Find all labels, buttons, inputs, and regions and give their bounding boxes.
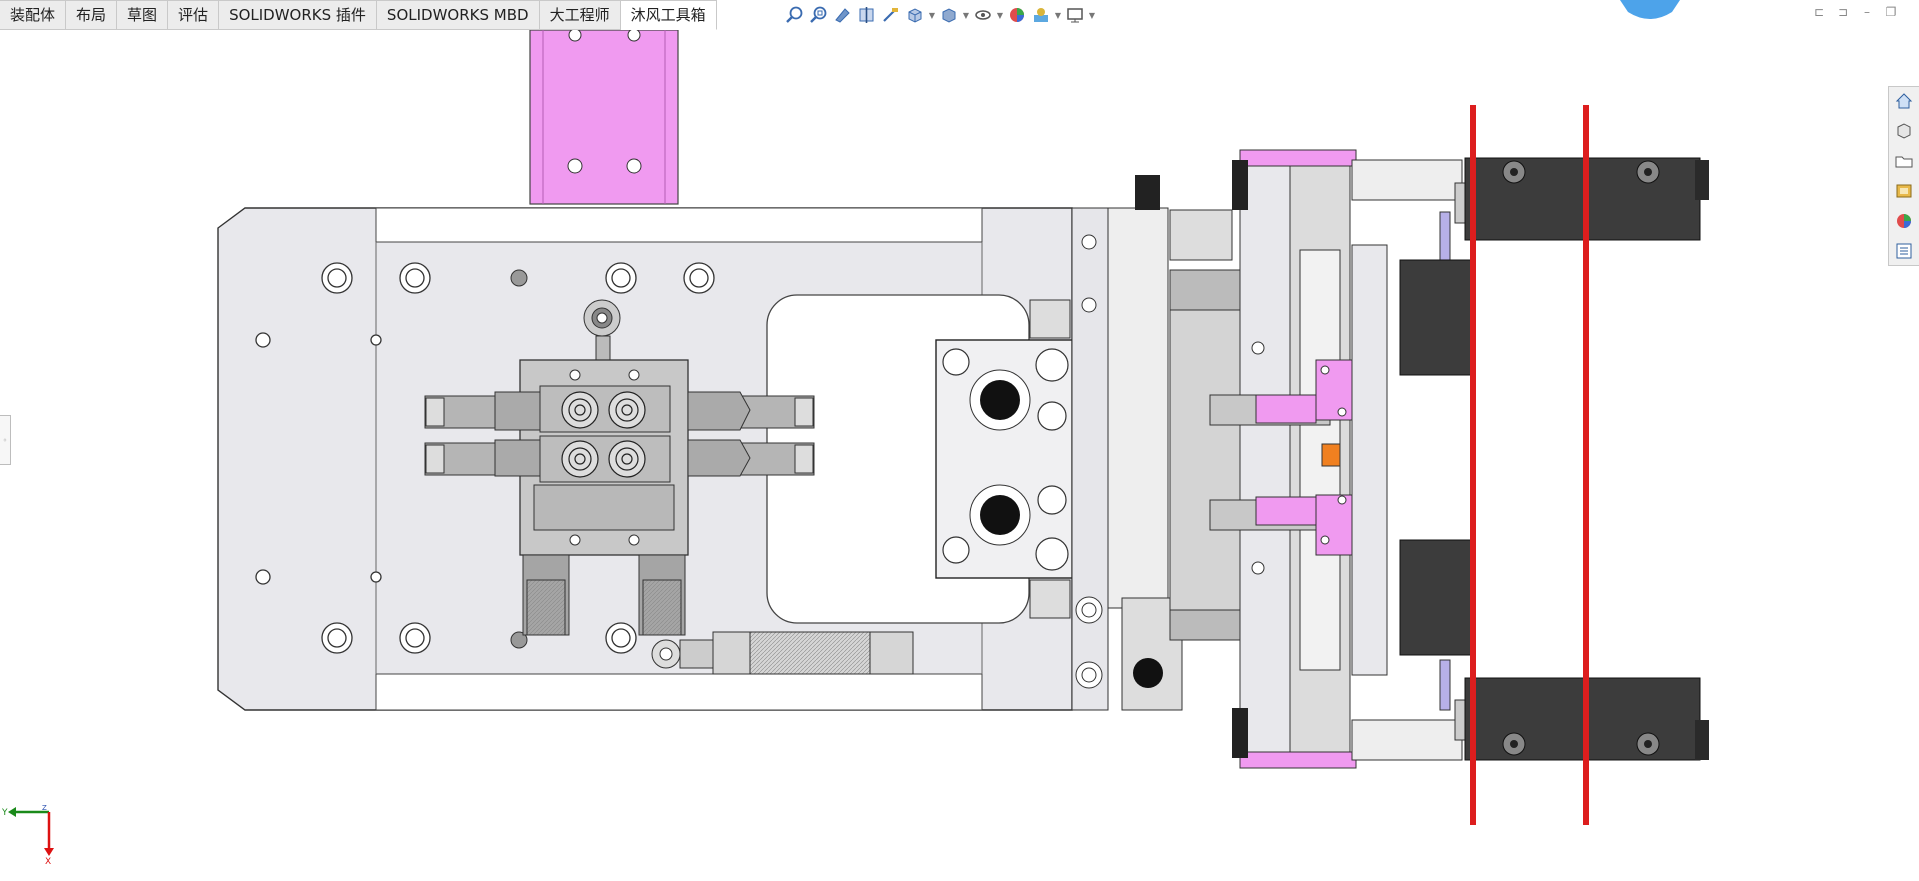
chevron-down-icon[interactable]: ▼ <box>1088 10 1096 20</box>
valve-manifold <box>935 299 1073 619</box>
design-library-icon[interactable] <box>1889 117 1919 145</box>
red-reference-lines <box>1470 105 1589 825</box>
command-manager-tabs: 装配体 布局 草图 评估 SOLIDWORKS 插件 SOLIDWORKS MB… <box>0 0 717 30</box>
pink-top-bracket <box>529 30 679 205</box>
tab-big-engineer[interactable]: 大工程师 <box>539 0 621 29</box>
apply-scene-icon[interactable] <box>1030 4 1052 26</box>
graphics-area[interactable] <box>0 30 1919 881</box>
tab-layout[interactable]: 布局 <box>66 0 118 29</box>
air-fitting-assembly <box>651 631 914 675</box>
task-pane <box>1888 86 1919 266</box>
tab-solidworks-mbd[interactable]: SOLIDWORKS MBD <box>376 0 540 29</box>
reference-triad: Y X Z <box>2 804 54 865</box>
triad-z-label: Z <box>42 804 47 812</box>
solidworks-badge-icon <box>1620 0 1680 19</box>
tab-mufeng-toolbox[interactable]: 沐风工具箱 <box>620 0 717 30</box>
heads-up-view-toolbar: ▼ ▼ ▼ ▼ ▼ <box>784 3 1096 27</box>
tab-evaluate[interactable]: 评估 <box>168 0 220 29</box>
solenoid-valve-block <box>424 299 815 636</box>
gripper-jaws <box>1399 157 1709 761</box>
home-icon[interactable] <box>1889 87 1919 115</box>
edit-appearance-icon[interactable] <box>1006 4 1028 26</box>
tab-assembly[interactable]: 装配体 <box>0 0 67 29</box>
restore-icon[interactable]: ❐ <box>1885 5 1897 19</box>
chevron-down-icon[interactable]: ▼ <box>962 10 970 20</box>
display-style-icon[interactable] <box>938 4 960 26</box>
zoom-area-icon[interactable] <box>808 4 830 26</box>
file-explorer-icon[interactable] <box>1889 147 1919 175</box>
section-view-icon[interactable] <box>856 4 878 26</box>
tab-solidworks-addins[interactable]: SOLIDWORKS 插件 <box>219 0 377 29</box>
dynamic-annotation-icon[interactable] <box>880 4 902 26</box>
triad-y-label: Y <box>2 808 8 818</box>
panel-left-icon[interactable]: ⊏ <box>1813 5 1825 19</box>
feature-manager-collapse-handle[interactable]: ◦ <box>0 415 11 465</box>
custom-properties-icon[interactable] <box>1889 237 1919 265</box>
window-controls: ⊏ ⊐ – ❐ <box>1811 4 1899 20</box>
chevron-down-icon[interactable]: ▼ <box>928 10 936 20</box>
chevron-down-icon[interactable]: ▼ <box>1054 10 1062 20</box>
view-palette-icon[interactable] <box>1889 177 1919 205</box>
side-frame <box>1071 175 1261 711</box>
minimize-icon[interactable]: – <box>1864 5 1870 19</box>
view-settings-icon[interactable] <box>1064 4 1086 26</box>
tab-sketch[interactable]: 草图 <box>117 0 169 29</box>
appearances-icon[interactable] <box>1889 207 1919 235</box>
chevron-down-icon[interactable]: ▼ <box>996 10 1004 20</box>
previous-view-icon[interactable] <box>832 4 854 26</box>
hide-show-items-icon[interactable] <box>972 4 994 26</box>
zoom-to-fit-icon[interactable] <box>784 4 806 26</box>
view-orientation-icon[interactable] <box>904 4 926 26</box>
triad-x-label: X <box>45 857 51 865</box>
gripper-cylinder <box>1169 149 1468 769</box>
panel-right-icon[interactable]: ⊐ <box>1837 5 1849 19</box>
